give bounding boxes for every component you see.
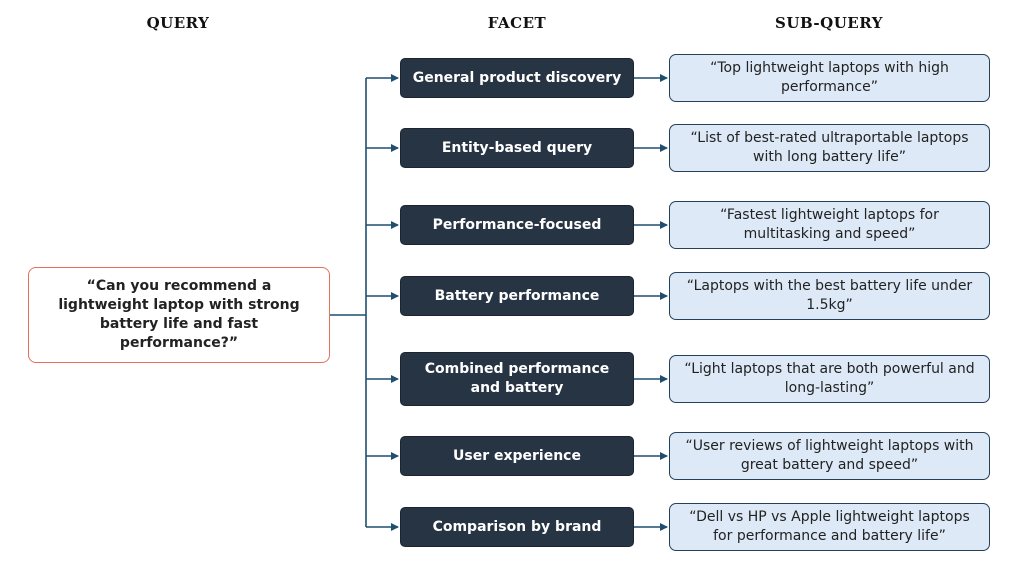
facet-box: Battery performance	[400, 276, 634, 316]
facet-box: Entity-based query	[400, 128, 634, 168]
facet-box: General product discovery	[400, 58, 634, 98]
subquery-box: “User reviews of lightweight laptops wit…	[669, 432, 990, 480]
subquery-box: “Dell vs HP vs Apple lightweight laptops…	[669, 503, 990, 551]
subquery-box: “Laptops with the best battery life unde…	[669, 272, 990, 320]
facet-box: Combined performance and battery	[400, 352, 634, 406]
subquery-box: “Top lightweight laptops with high perfo…	[669, 54, 990, 102]
query-box: “Can you recommend a lightweight laptop …	[28, 267, 330, 363]
facet-box: Comparison by brand	[400, 507, 634, 547]
facet-box: User experience	[400, 436, 634, 476]
subquery-box: “Light laptops that are both powerful an…	[669, 355, 990, 403]
subquery-header: SUB-QUERY	[775, 14, 883, 32]
query-header: QUERY	[146, 14, 210, 32]
subquery-box: “Fastest lightweight laptops for multita…	[669, 201, 990, 249]
subquery-box: “List of best-rated ultraportable laptop…	[669, 124, 990, 172]
facet-box: Performance-focused	[400, 205, 634, 245]
facet-header: FACET	[487, 14, 547, 32]
